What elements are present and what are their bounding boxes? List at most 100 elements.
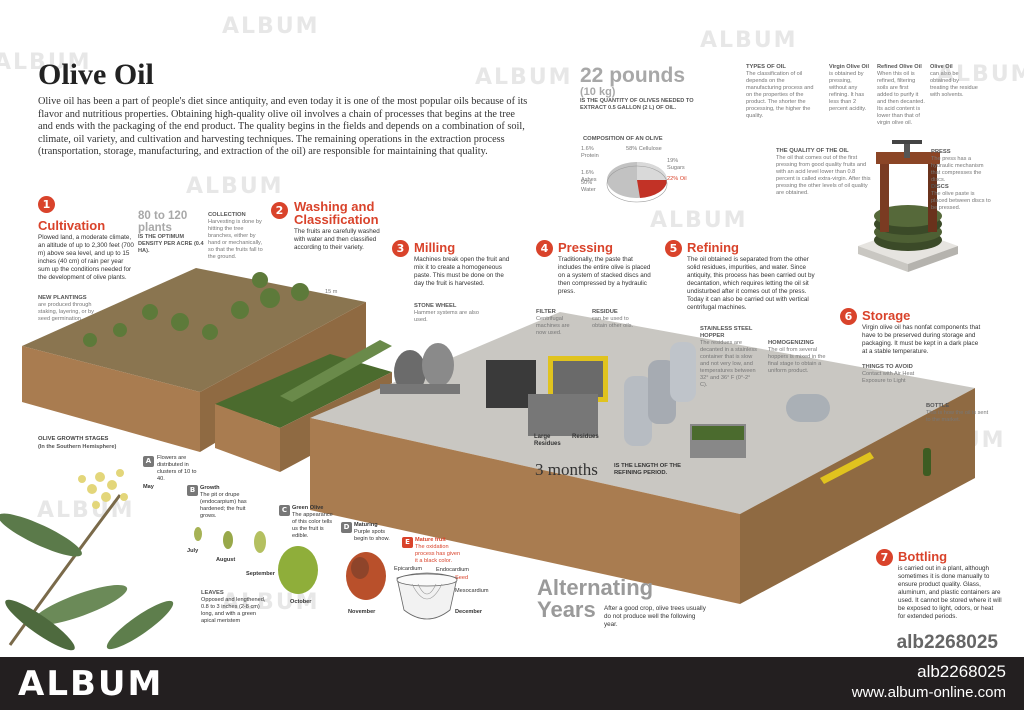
avoid-title: THINGS TO AVOID <box>862 364 913 370</box>
stone-wheel-note: STONE WHEEL Hammer systems are also used… <box>414 303 484 324</box>
stage-c-badge: C <box>279 505 290 516</box>
residues-label: Residues <box>572 434 599 440</box>
step-5-title: Refining <box>687 240 739 255</box>
olive-branch-illustration <box>0 469 174 651</box>
stage-a-month: May <box>143 484 154 490</box>
plant-side <box>740 388 975 604</box>
composition-label-sugars: 19% Sugars <box>667 158 685 171</box>
leaves-title: LEAVES <box>201 590 224 596</box>
composition-label-oil: 22% Oil <box>667 176 687 182</box>
filter-text: Centrifugal machines are now used. <box>536 316 570 336</box>
composition-label-protein: 1.6% Protein <box>581 146 599 159</box>
step-6-badge: 6 <box>840 308 857 325</box>
press-label: PRESS The press has a hydraulic mechanis… <box>931 149 991 184</box>
composition-label-water: 50% Water <box>581 180 596 193</box>
measure-label: 15 m <box>325 289 338 295</box>
homogenizing-title: HOMOGENIZING <box>768 340 815 346</box>
stage-d-badge: D <box>341 522 352 533</box>
composition-title: COMPOSITION OF AN OLIVE <box>583 136 663 142</box>
collection-title: COLLECTION <box>208 212 246 218</box>
month-december: December <box>455 609 483 615</box>
watermark: ALBUM <box>186 174 284 199</box>
olive-fruits-illustration <box>194 527 386 600</box>
plant-front <box>310 418 740 604</box>
step-2-title: Washing and Classification <box>294 199 379 227</box>
step-2-text: The fruits are carefully washed with wat… <box>294 228 380 251</box>
intro-paragraph: Olive oil has been a part of people's di… <box>38 96 528 158</box>
quality-title: THE QUALITY OF THE OIL <box>776 148 849 154</box>
quality-text: The oil that comes out of the first pres… <box>776 155 871 196</box>
filter-title: FILTER <box>536 309 556 315</box>
step-6-title: Storage <box>862 308 911 323</box>
alternating-big-1: Alternating <box>537 575 654 600</box>
step-1-badge: 1 <box>38 196 55 213</box>
step-3-badge: 3 <box>392 240 409 257</box>
album-logo[interactable]: ALBUM <box>18 664 164 704</box>
growth-title: OLIVE GROWTH STAGES <box>38 436 109 442</box>
step-4-text: Traditionally, the paste that includes t… <box>558 256 651 295</box>
hopper-title: STAINLESS STEEL HOPPER <box>700 326 753 339</box>
stage-e-title: Mature fruit <box>415 537 446 543</box>
step-5-text: The oil obtained is separated from the o… <box>687 256 815 311</box>
plants-big: 80 to 120 plants <box>138 210 188 234</box>
leaves-text: Opposed and lengthened, 0.8 to 3 inches … <box>201 597 266 624</box>
month-october: October <box>290 599 312 605</box>
collection-text: Harvesting is done by hitting the tree b… <box>208 219 263 260</box>
stage-d: Maturing Purple spots begin to show. <box>354 522 394 543</box>
stage-b-title: Growth <box>200 485 220 491</box>
watermark: ALBUM <box>0 50 92 75</box>
image-id-stamp: alb2268025 <box>896 632 998 653</box>
refined-oil: Refined Olive Oil When this oil is refin… <box>877 64 925 127</box>
homogenizing-note: HOMOGENIZING The oil from several hopper… <box>768 340 828 375</box>
label-endocardium: Endocardium <box>436 567 469 573</box>
stage-d-text: Purple spots begin to show. <box>354 529 390 542</box>
bottle-note: BOTTLE This is how the oil is sent to th… <box>926 403 990 424</box>
label-mesocardium: Mesocardium <box>455 588 489 594</box>
step-5-badge: 5 <box>665 240 682 257</box>
residue-note: RESIDUE can be used to obtain other oils… <box>592 309 642 330</box>
stage-d-title: Maturing <box>354 522 378 528</box>
hopper-note: STAINLESS STEEL HOPPER The residues are … <box>700 326 758 389</box>
composition-label-cellulose: 58% Cellulose <box>626 146 662 152</box>
large-residues-label: Large Residues <box>534 434 561 447</box>
quantity-stat: 22 pounds (10 kg) IS THE QUANTITY OF OLI… <box>580 64 710 112</box>
leaves-note: LEAVES Opposed and lengthened, 0.8 to 3 … <box>201 590 271 625</box>
homogenizing-text: The oil from several hoppers is mixed in… <box>768 347 826 374</box>
watermark: ALBUM <box>650 208 748 233</box>
months-text: IS THE LENGTH OF THE REFINING PERIOD. <box>614 463 681 476</box>
stage-e-text: The oxidation process has given it a bla… <box>415 544 461 564</box>
stone-wheel-text: Hammer systems are also used. <box>414 310 479 323</box>
growth-subtitle: (In the Southern Hemisphere) <box>38 444 117 450</box>
stage-c-text: The appearance of this color tells us th… <box>292 512 333 539</box>
avoid-text: Contact with Air Heat Exposure to Light <box>862 371 915 384</box>
discs-label: DISCS The olive paste is placed between … <box>931 184 991 212</box>
new-plantings-text: are produced through staking, layering, … <box>38 302 94 322</box>
stage-a-text: Flowers are distributed in clusters of 1… <box>157 455 197 482</box>
press-title: PRESS <box>931 149 951 155</box>
refined-title: Refined Olive Oil <box>877 64 922 70</box>
watermark: ALBUM <box>222 14 320 39</box>
stage-e-badge: E <box>402 537 413 548</box>
composition-label-ashes: 1.6% Ashes <box>581 170 597 183</box>
months-big: 3 months <box>535 460 598 479</box>
watermark: ALBUM <box>937 62 1024 87</box>
footer-url[interactable]: www.album-online.com <box>851 684 1006 701</box>
month-july: July <box>187 548 199 554</box>
field-front <box>22 346 200 452</box>
step-1-text: Plowed land, a moderate climate, an alti… <box>38 234 134 281</box>
bottle-title: BOTTLE <box>926 403 950 409</box>
quantity-big: 22 pounds <box>580 64 686 87</box>
field-top <box>22 268 366 392</box>
olive-oil-type-title: Olive Oil <box>930 64 953 70</box>
press-text: The press has a hydraulic mechanism that… <box>931 156 984 183</box>
watermark: ALBUM <box>475 65 573 90</box>
stage-b-text: The pit or drupe (endocarpium) has harde… <box>200 492 247 519</box>
bottle-text: This is how the oil is sent to the marke… <box>926 410 989 423</box>
quantity-kg: (10 kg) <box>580 86 616 98</box>
press-illustration <box>858 140 958 272</box>
process-landscape <box>22 268 975 604</box>
refined-text: When this oil is refined, filtering soil… <box>877 71 925 126</box>
footer-bar <box>0 657 1024 710</box>
types-text: The classification of oil depends on the… <box>746 71 814 119</box>
step-3-text: Machines break open the fruit and mix it… <box>414 256 510 287</box>
